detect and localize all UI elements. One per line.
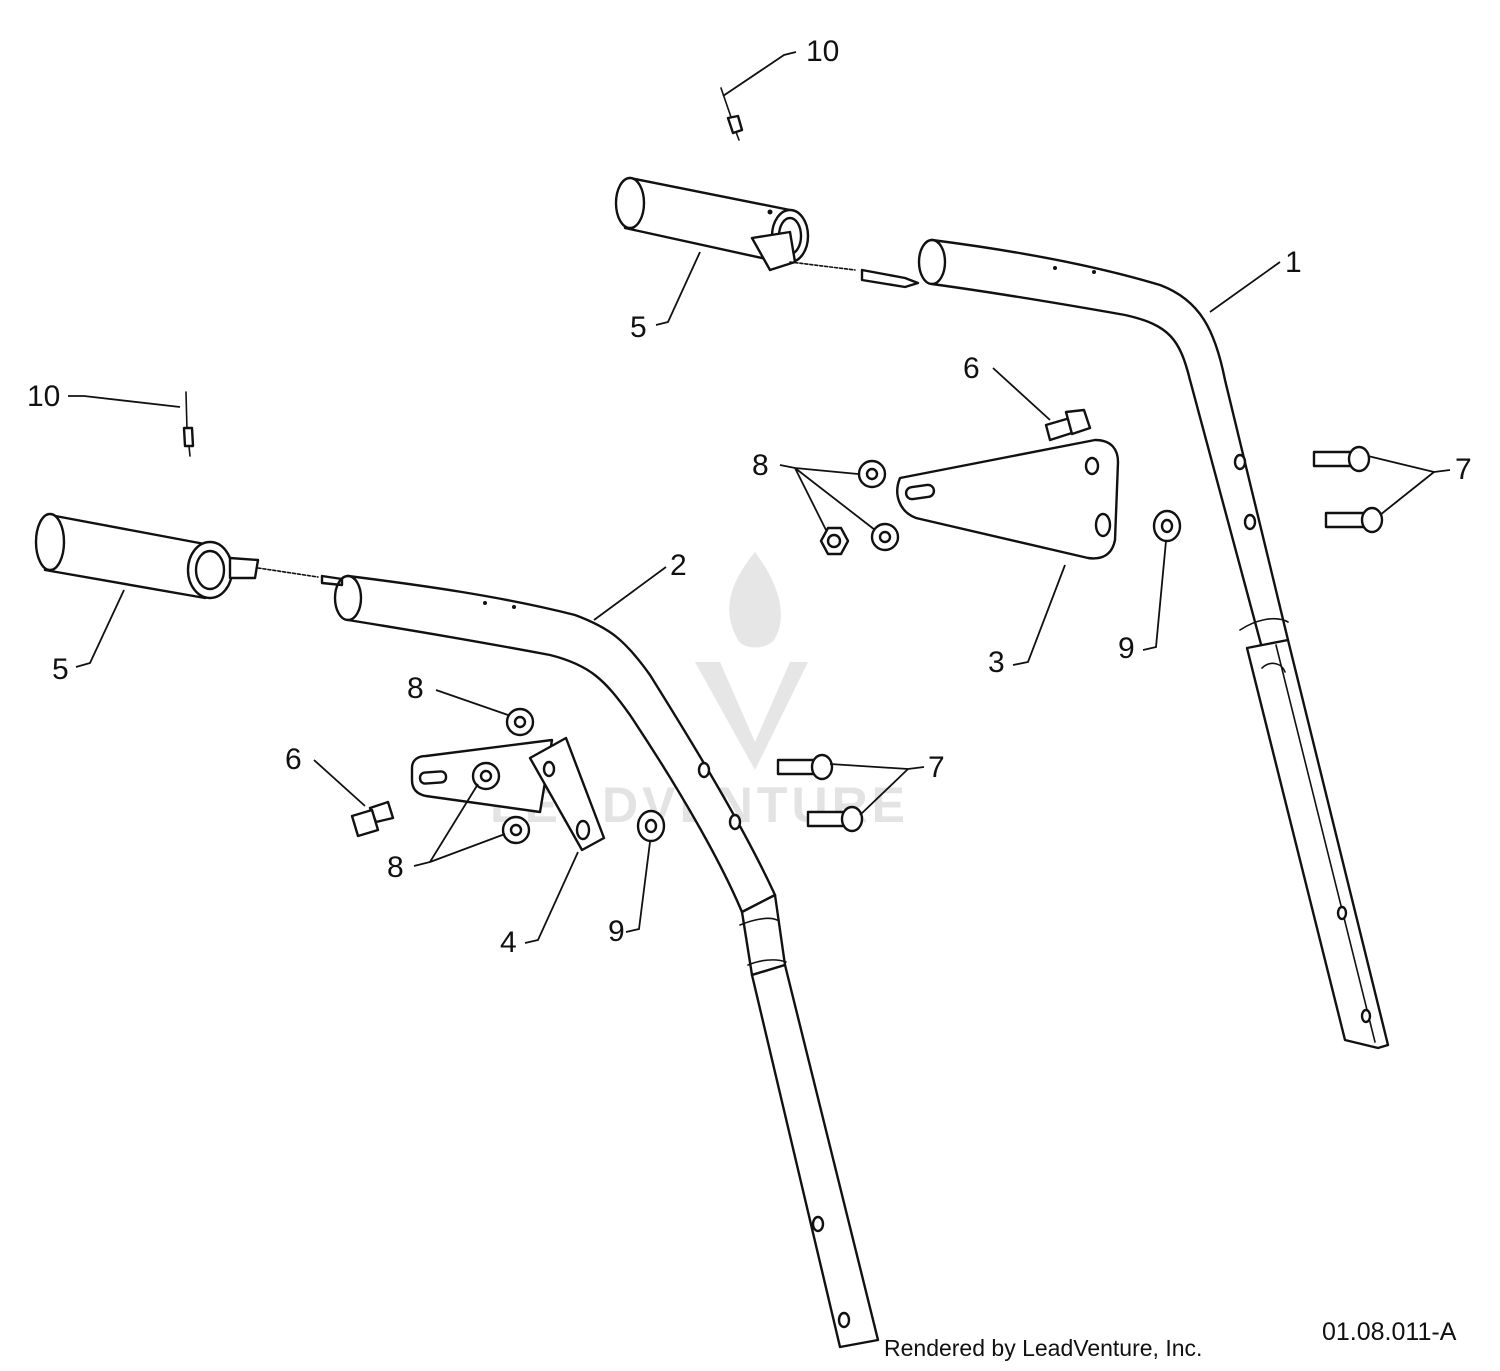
rivet-top bbox=[720, 87, 744, 141]
callout-6-right: 6 bbox=[963, 352, 980, 385]
callout-labels: 1 2 3 4 5 5 6 6 7 7 8 8 8 9 9 10 10 bbox=[27, 35, 1472, 959]
callout-9-left: 9 bbox=[608, 915, 625, 948]
carriage-bolt-right-upper bbox=[1312, 445, 1371, 473]
nut-right-lower bbox=[870, 522, 900, 552]
callout-4: 4 bbox=[500, 926, 517, 959]
washer-left bbox=[636, 809, 666, 843]
callout-5-left: 5 bbox=[52, 653, 69, 686]
nut-left-top bbox=[505, 707, 535, 737]
callout-7-left: 7 bbox=[928, 751, 945, 784]
rendered-by-credit: Rendered by LeadVenture, Inc. bbox=[884, 1335, 1203, 1361]
callout-7-right: 7 bbox=[1455, 453, 1472, 486]
callout-8-left-bottom: 8 bbox=[387, 851, 404, 884]
mounting-bracket-right bbox=[896, 438, 1120, 560]
carriage-bolt-left-lower bbox=[806, 805, 864, 833]
callout-9-right: 9 bbox=[1118, 632, 1135, 665]
nut-right-hex bbox=[819, 526, 850, 556]
callout-3: 3 bbox=[988, 646, 1005, 679]
callout-1: 1 bbox=[1285, 246, 1302, 279]
drawing-code: 01.08.011-A bbox=[1322, 1318, 1457, 1346]
bolt-right bbox=[1044, 408, 1092, 442]
carriage-bolt-right-lower bbox=[1324, 506, 1384, 534]
washer-right bbox=[1152, 509, 1182, 543]
callout-8-right: 8 bbox=[752, 449, 769, 482]
handle-grip-left bbox=[34, 512, 344, 600]
bolt-left bbox=[350, 800, 395, 838]
handle-grip-right bbox=[614, 176, 920, 289]
nut-left-middle bbox=[471, 761, 501, 791]
nut-right-upper bbox=[857, 459, 887, 489]
callout-10-top: 10 bbox=[806, 35, 839, 68]
leader-lines bbox=[68, 51, 1451, 944]
callout-2: 2 bbox=[670, 549, 687, 582]
rivet-left bbox=[182, 391, 195, 457]
nut-left-bottom bbox=[501, 815, 531, 845]
upper-handle-right bbox=[917, 238, 1390, 1050]
callout-6-left: 6 bbox=[285, 743, 302, 776]
callout-10-left: 10 bbox=[27, 380, 60, 413]
callout-8-left-top: 8 bbox=[407, 672, 424, 705]
upper-handle-left bbox=[333, 574, 880, 1349]
carriage-bolt-left-upper bbox=[776, 753, 834, 781]
callout-5-right: 5 bbox=[630, 311, 647, 344]
